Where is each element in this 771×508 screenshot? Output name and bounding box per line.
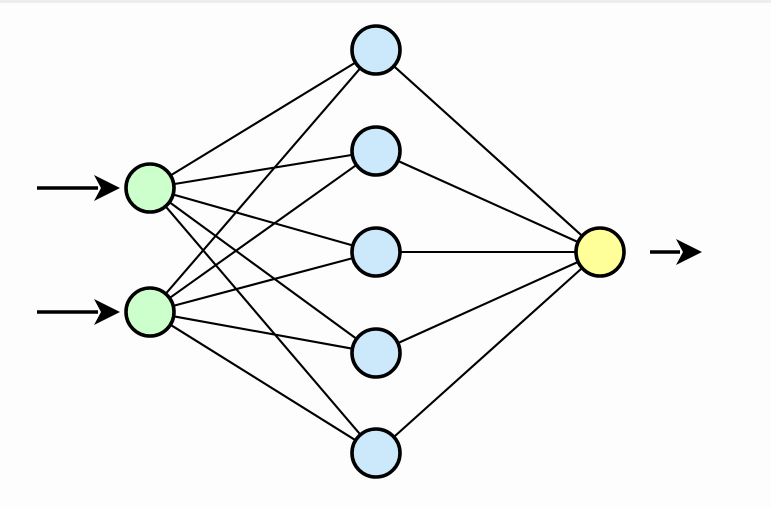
node-h4[interactable] (350, 327, 402, 379)
edge-i2-h3 (172, 257, 354, 307)
arrow-head (94, 299, 120, 325)
edge-h2-o1 (397, 159, 579, 244)
node-i2[interactable] (124, 286, 176, 338)
node-i1[interactable] (124, 162, 176, 214)
input-arrow-in1 (37, 175, 120, 201)
nodes-group (124, 24, 626, 479)
edge-h4-o1 (397, 260, 579, 345)
node-h5[interactable] (350, 427, 402, 479)
edge-i2-h2 (168, 164, 358, 299)
edge-i1-h5 (164, 205, 362, 436)
input-arrow-in2 (37, 299, 120, 325)
node-h1[interactable] (350, 24, 402, 76)
node-o1[interactable] (574, 226, 626, 278)
arrow-head (676, 239, 702, 265)
io-arrows-group (37, 175, 702, 325)
node-h2[interactable] (350, 125, 402, 177)
output-arrow-out1 (650, 239, 702, 265)
edges-group (164, 61, 583, 442)
edge-h1-o1 (393, 65, 583, 237)
edge-i1-h1 (169, 61, 357, 177)
edge-i2-h4 (173, 315, 353, 350)
node-h3[interactable] (350, 226, 402, 278)
edge-h5-o1 (393, 267, 583, 438)
edge-i1-h4 (168, 201, 358, 340)
edge-i1-h2 (173, 153, 353, 186)
edge-i2-h5 (169, 323, 357, 442)
arrow-head (94, 175, 120, 201)
edge-i1-h3 (172, 193, 354, 247)
edge-i2-h1 (164, 67, 362, 295)
